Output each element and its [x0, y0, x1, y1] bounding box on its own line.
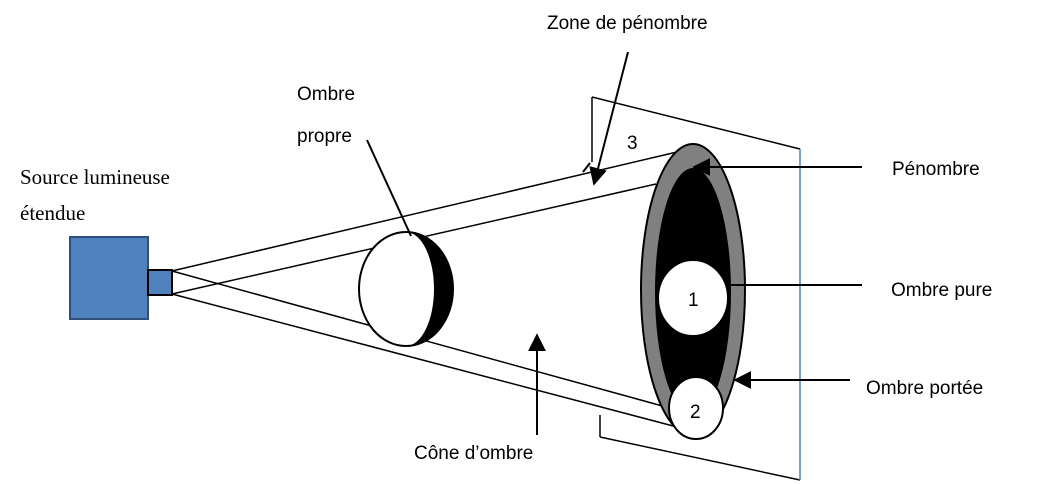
labels: Zone de pénombre Ombre propre Source lum… — [20, 13, 992, 464]
point-1-circle — [657, 259, 729, 337]
zone-penombre-arrow — [589, 51, 629, 186]
sphere-outline — [359, 232, 453, 346]
label-zone-penombre: Zone de pénombre — [547, 13, 708, 34]
ombre-propre-pointer — [366, 139, 412, 237]
label-number-1: 1 — [688, 290, 699, 311]
ray-bottom-outer — [171, 293, 678, 428]
label-cone-ombre: Cône d’ombre — [414, 443, 533, 464]
screen-bottom-edge — [599, 436, 801, 481]
label-ombre-propre-line1: Ombre — [297, 84, 355, 105]
label-ombre-propre-line2: propre — [297, 126, 352, 147]
sphere-edge — [358, 231, 454, 347]
label-penombre: Pénombre — [892, 159, 980, 180]
label-ombre-portee: Ombre portée — [866, 378, 983, 399]
label-number-3: 3 — [627, 133, 638, 154]
point-2-circle — [668, 376, 724, 440]
cast-shadow — [640, 143, 746, 440]
light-source-body — [69, 236, 149, 320]
ray-3-pointer — [582, 162, 591, 173]
label-ombre-pure: Ombre pure — [891, 280, 992, 301]
pointers — [366, 51, 862, 435]
screen — [591, 96, 801, 481]
sphere-own-shadow — [406, 232, 453, 346]
light-source — [69, 236, 173, 320]
light-source-emitter — [147, 269, 173, 296]
label-number-2: 2 — [690, 402, 701, 423]
label-source-line2: étendue — [20, 201, 85, 225]
label-source-line1: Source lumineuse — [20, 165, 170, 189]
screen-top-edge — [591, 96, 801, 150]
opaque-sphere — [358, 231, 454, 347]
